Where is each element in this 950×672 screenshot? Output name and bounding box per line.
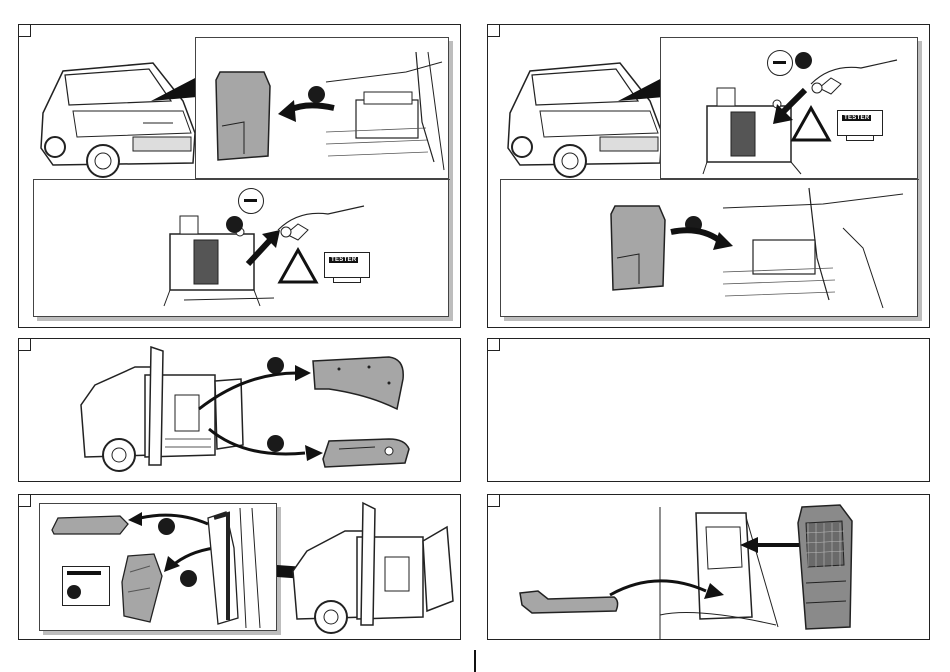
step-checkbox-icon — [18, 24, 31, 37]
inset-battery-disconnect: TESTER — [33, 179, 449, 317]
inset-battery-reconnect: TESTER — [660, 37, 918, 179]
step-checkbox-icon — [487, 24, 500, 37]
callout-dot-icon — [67, 585, 81, 599]
fit-arrow-upper — [738, 535, 802, 555]
hand-with-spanner-illustration — [268, 200, 368, 250]
engine-bay-illustration — [316, 52, 446, 177]
hand-with-spanner-illustration — [801, 54, 901, 104]
inset-cover-removal — [195, 37, 449, 179]
warning-card-strip — [67, 571, 101, 575]
warning-triangle-icon — [791, 106, 831, 142]
inset-pillar-trim — [39, 503, 277, 631]
callout-dot-icon — [180, 570, 197, 587]
step-panel-6 — [487, 494, 930, 640]
separator-line — [661, 179, 919, 180]
warning-card — [62, 566, 110, 606]
page-fold-mark — [474, 650, 476, 672]
callout-dot-icon — [226, 216, 243, 233]
step-panel-2: TESTER — [487, 24, 930, 328]
step-checkbox-icon — [487, 338, 500, 351]
warning-triangle-icon — [278, 248, 318, 284]
van-side-door-illustration — [656, 507, 786, 639]
step-panel-4 — [487, 338, 930, 482]
door-trim-illustration — [796, 503, 854, 631]
removal-arrow-lower — [205, 425, 325, 465]
inset-cover-refit — [500, 179, 918, 317]
step-checkbox-icon — [18, 338, 31, 351]
tester-label: TESTER — [842, 115, 871, 121]
upper-trim-illustration — [50, 512, 130, 538]
side-trim-panel-illustration — [309, 355, 409, 413]
van-rear-open-illustration — [287, 501, 457, 637]
step-panel-1: TESTER — [18, 24, 461, 328]
car-front-illustration — [500, 53, 670, 183]
callout-dot-icon — [158, 518, 175, 535]
minus-sign-icon — [767, 50, 793, 76]
door-seal-illustration — [200, 508, 276, 628]
tester-stand — [846, 135, 874, 141]
callout-pointer — [149, 75, 199, 115]
lower-trim-panel-illustration — [319, 435, 413, 471]
engine-bay-illustration — [713, 188, 913, 313]
step-checkbox-icon — [487, 494, 500, 507]
car-front-illustration — [33, 53, 203, 183]
battery-cover-illustration — [609, 200, 669, 296]
tester-device: TESTER — [837, 110, 883, 136]
tester-stand — [333, 277, 361, 283]
tester-label: TESTER — [329, 257, 358, 263]
step-panel-5 — [18, 494, 461, 640]
battery-cover-illustration — [214, 66, 272, 166]
step-checkbox-icon — [18, 494, 31, 507]
separator-line — [194, 179, 450, 180]
minus-sign-icon — [238, 188, 264, 214]
step-panel-3 — [18, 338, 461, 482]
fit-arrow-lower — [606, 575, 726, 605]
callout-pointer — [616, 75, 666, 115]
tester-device: TESTER — [324, 252, 370, 278]
removal-arrow-upper — [195, 363, 315, 413]
